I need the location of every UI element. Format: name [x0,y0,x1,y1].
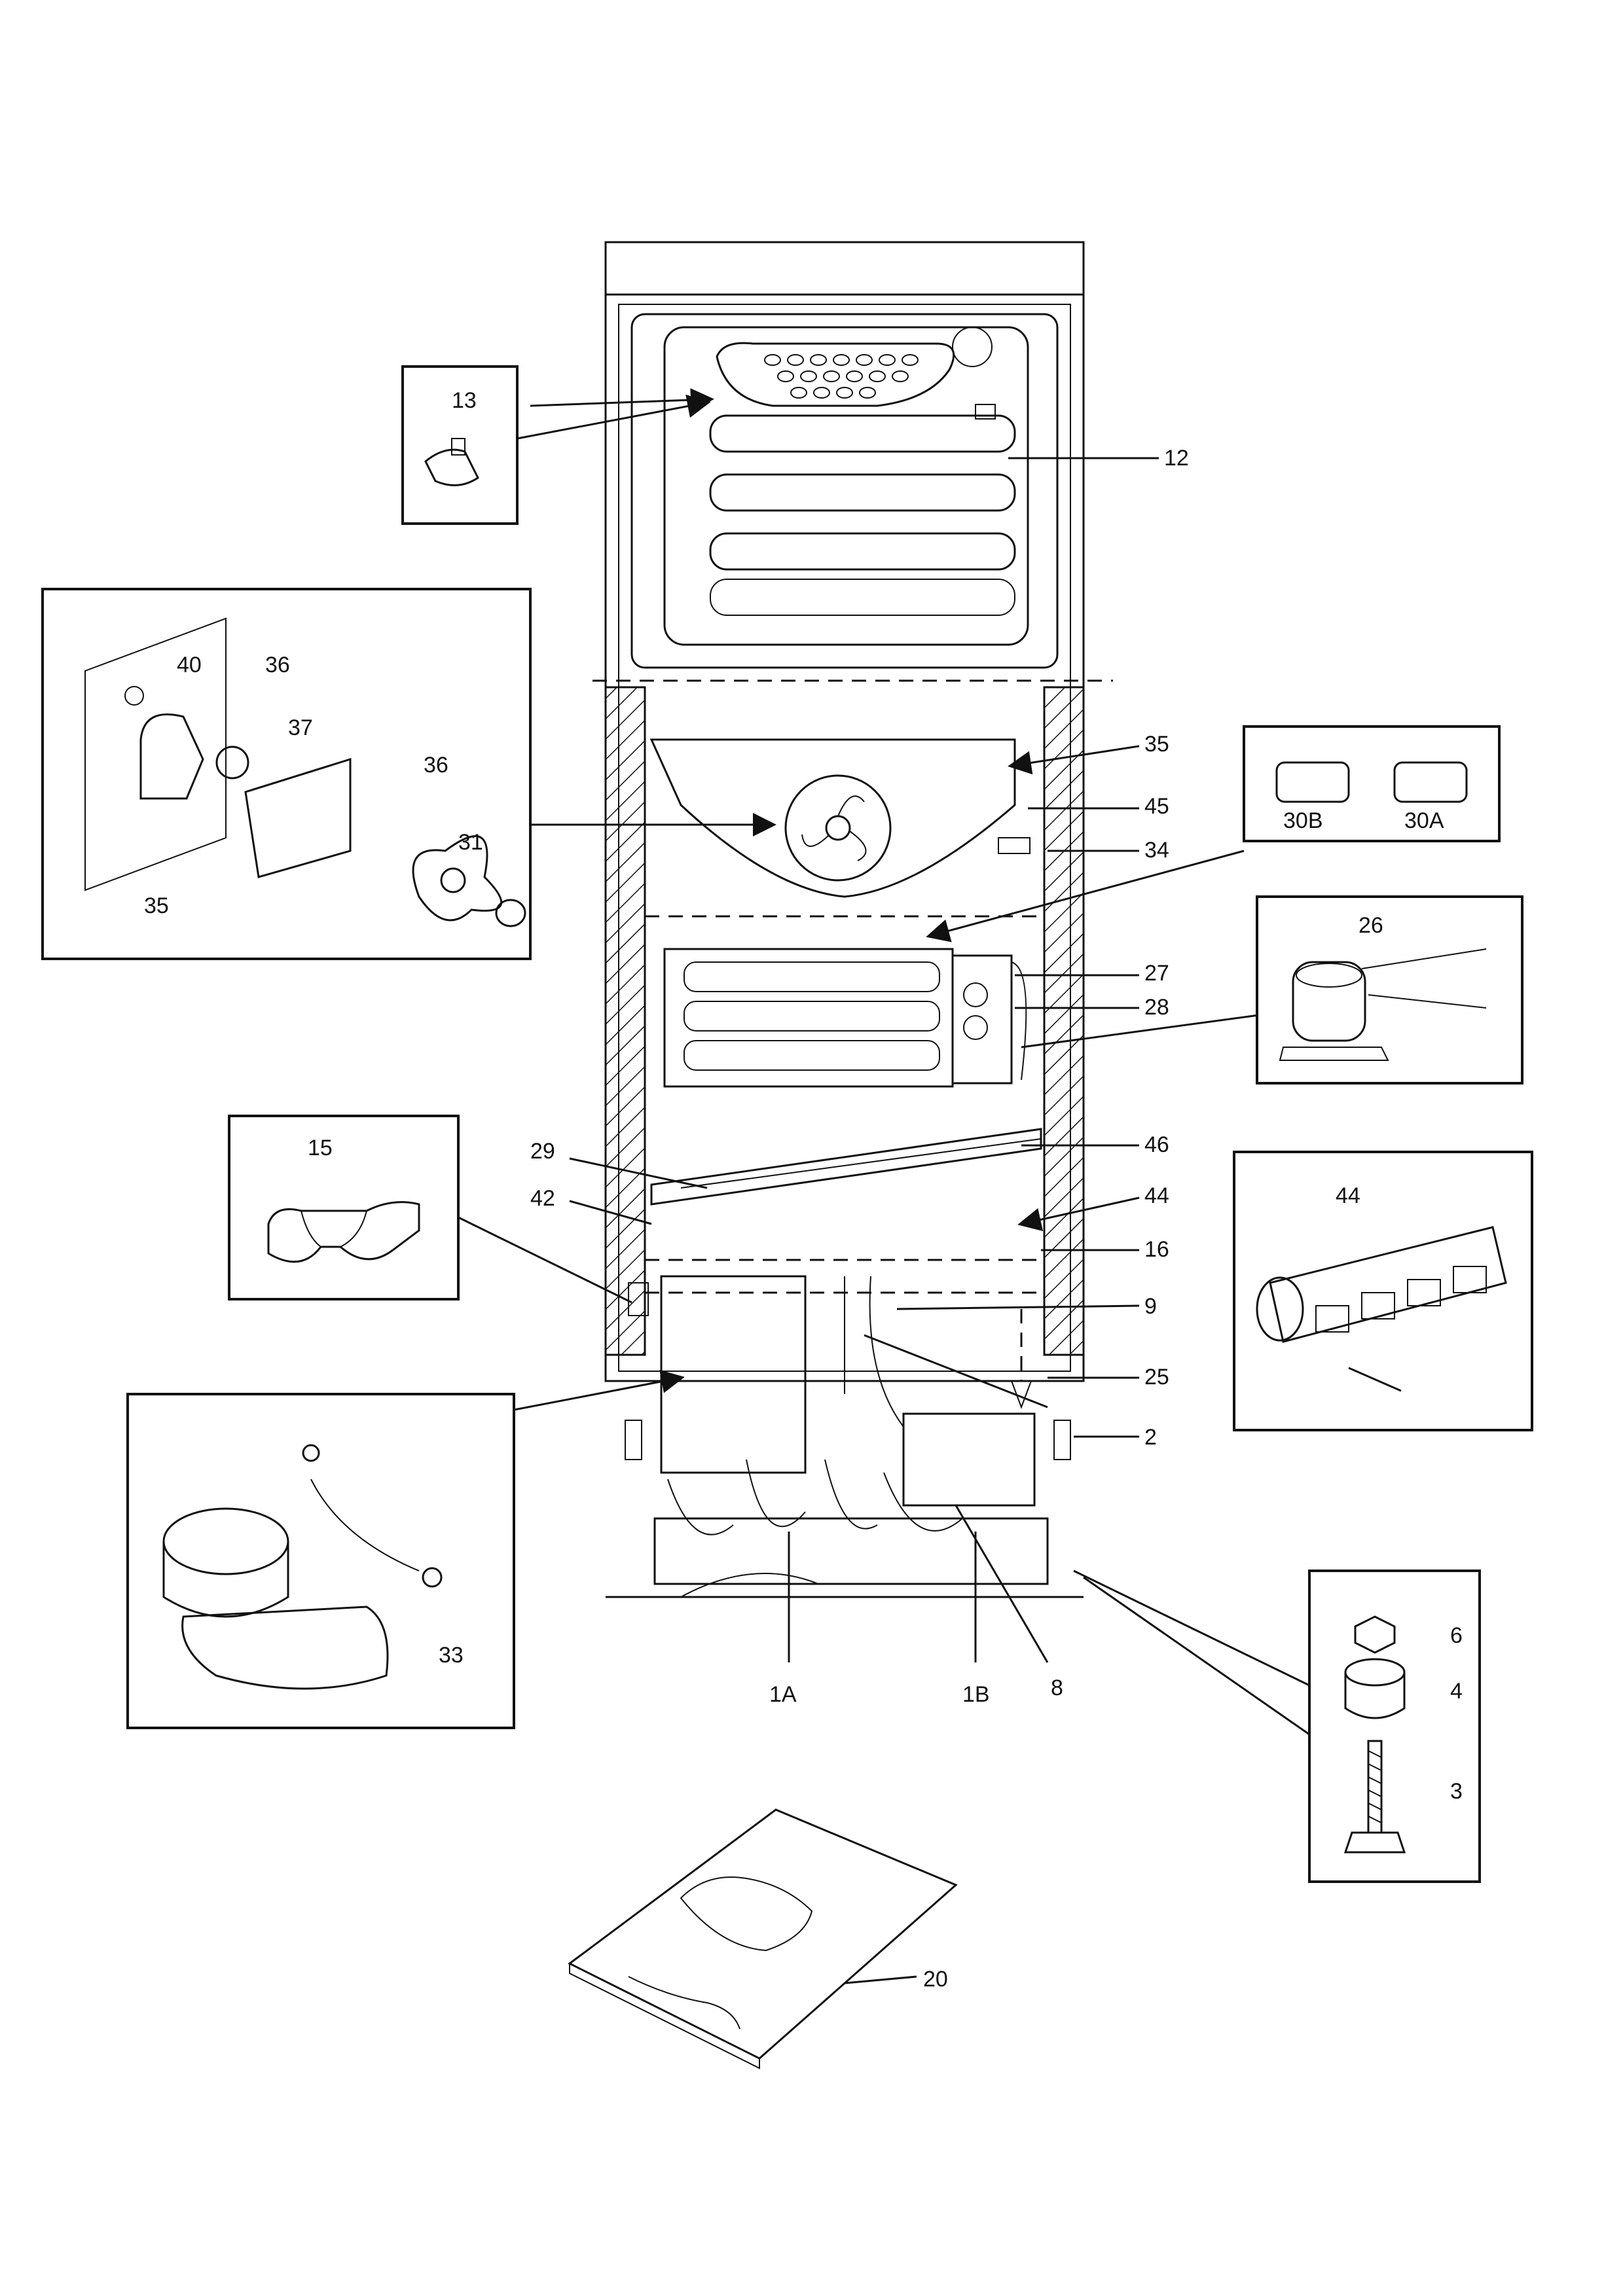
instruction-manual [568,1808,958,2070]
callout-1b: 1B [962,1682,990,1707]
callout-46: 46 [1144,1132,1169,1157]
inset-box-15 [228,1115,460,1300]
callout-labels: 13 12 40 36 37 36 31 35 35 45 34 30B 30A… [144,388,1463,1992]
callout-36a: 36 [265,653,290,677]
inset-box-26 [1256,895,1523,1085]
callout-36b: 36 [424,753,448,778]
callout-16: 16 [1144,1237,1169,1262]
fan-duct [645,738,1044,918]
callout-15: 15 [308,1136,333,1160]
inset-box-13 [401,365,519,525]
crisper-shelf [645,1128,1044,1294]
left-wall-insulation [604,686,646,1356]
inset-box-levelling-foot [1308,1570,1481,1883]
callout-8: 8 [1051,1676,1063,1700]
callout-27: 27 [1144,961,1169,986]
callout-31: 31 [458,830,483,855]
callout-33: 33 [439,1643,464,1668]
callout-4: 4 [1450,1679,1463,1704]
callout-34: 34 [1144,838,1169,863]
callout-44a: 44 [1144,1183,1169,1208]
callout-35a: 35 [144,893,169,918]
callout-42: 42 [530,1186,555,1211]
leader-lines [458,388,1310,1736]
machine-compartment [606,1275,1084,1598]
callout-35b: 35 [1144,732,1169,757]
right-wall-insulation [1043,686,1085,1356]
callout-3: 3 [1450,1779,1463,1804]
refrigerator-cabinet [593,241,1113,1382]
callout-37: 37 [288,715,313,740]
callout-45: 45 [1144,794,1169,819]
inset-box-30 [1243,725,1501,842]
callout-29: 29 [530,1139,555,1164]
fridge-evaporator [663,948,1027,1088]
callout-6: 6 [1450,1623,1463,1648]
callout-28: 28 [1144,995,1169,1020]
callout-30b: 30B [1283,808,1323,833]
callout-9: 9 [1144,1294,1157,1319]
inset-box-fan-motor [41,588,532,960]
inset-box-33 [126,1393,515,1729]
callout-26: 26 [1359,913,1383,938]
inset-box-44 [1233,1151,1533,1431]
callout-40: 40 [177,653,202,677]
callout-13: 13 [452,388,477,413]
callout-1a: 1A [769,1682,797,1707]
callout-30a: 30A [1404,808,1444,833]
callout-20: 20 [923,1967,948,1992]
callout-44b: 44 [1336,1183,1360,1208]
callout-2: 2 [1144,1425,1157,1450]
callout-12: 12 [1164,446,1189,471]
freezer-evaporator [709,342,1016,616]
callout-25: 25 [1144,1365,1169,1390]
